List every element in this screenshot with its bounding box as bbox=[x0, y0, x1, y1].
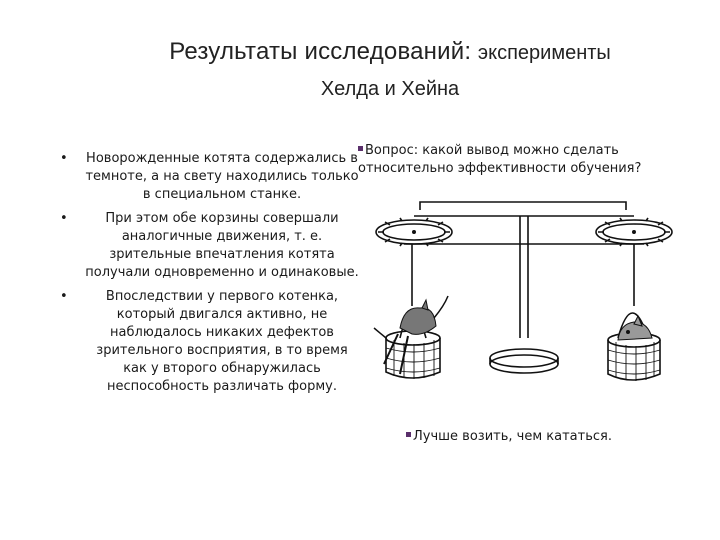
passive-kitten bbox=[617, 314, 653, 341]
bullet-text: Впоследствии у первого котенка, который … bbox=[96, 289, 348, 394]
active-kitten bbox=[373, 295, 449, 375]
bullet-list: • Новорожденные котята содержались в тем… bbox=[60, 150, 360, 402]
left-basket bbox=[385, 338, 441, 379]
square-bullet-icon bbox=[358, 146, 363, 151]
title-line2: Хелда и Хейна bbox=[320, 78, 460, 100]
bullet-dot: • bbox=[60, 289, 68, 304]
title-part1: Результаты исследований: bbox=[169, 38, 472, 65]
bullet-item: • Впоследствии у первого котенка, которы… bbox=[60, 288, 360, 396]
answer-text: Лучше возить, чем кататься. bbox=[413, 429, 612, 444]
question-text-block: Вопрос: какой вывод можно сделать относи… bbox=[358, 142, 688, 178]
slide-title: Результаты исследований: эксперименты Хе… bbox=[90, 34, 690, 107]
bullet-dot: • bbox=[60, 211, 68, 226]
answer-text-block: Лучше возить, чем кататься. bbox=[406, 428, 666, 446]
question-text: Вопрос: какой вывод можно сделать относи… bbox=[358, 143, 642, 176]
right-basket bbox=[607, 340, 661, 381]
top-bar bbox=[419, 201, 627, 210]
square-bullet-icon bbox=[406, 432, 411, 437]
central-pole bbox=[519, 216, 529, 338]
bullet-item: • Новорожденные котята содержались в тем… bbox=[60, 150, 360, 204]
kitten-carousel-illustration bbox=[373, 201, 673, 381]
bullet-dot: • bbox=[60, 151, 68, 166]
bullet-item: • При этом обе корзины совершали аналоги… bbox=[60, 210, 360, 282]
bullet-text: При этом обе корзины совершали аналогичн… bbox=[85, 211, 359, 280]
bullet-text: Новорожденные котята содержались в темно… bbox=[85, 151, 359, 202]
title-part2: эксперименты bbox=[477, 42, 611, 64]
